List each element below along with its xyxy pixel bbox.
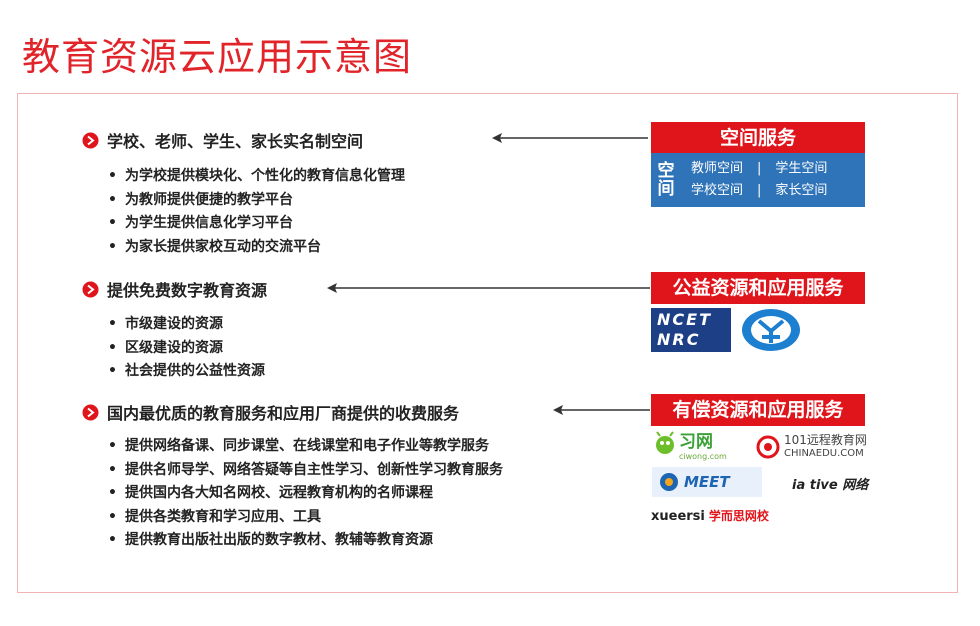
logo-text: MEET <box>684 473 730 491</box>
ncet-nrc-logo: NCET NRC <box>651 308 731 352</box>
arrow-left-icon <box>553 405 650 415</box>
list-item: 为家长提供家校互动的交流平台 <box>108 236 405 260</box>
diagram-frame <box>17 93 958 593</box>
heading-text: 提供免费数字教育资源 <box>107 281 268 300</box>
section-heading-space: 学校、老师、学生、家长实名制空间 <box>82 128 363 152</box>
list-item: 社会提供的公益性资源 <box>108 360 265 384</box>
space-service-box: 空 间 教师空间 | 学生空间 学校空间 | 家长空间 <box>651 153 865 207</box>
red-bullet-icon <box>82 404 99 420</box>
logo-text: 101远程教育网 <box>784 433 867 447</box>
bug-icon <box>656 431 674 454</box>
separator: | <box>757 161 762 176</box>
bullet-list-paid: 提供网络备课、同步课堂、在线课堂和电子作业等教学服务 提供名师导学、网络答疑等自… <box>108 435 503 553</box>
parent-space: 家长空间 <box>775 183 828 198</box>
meet-logo: MEET <box>652 467 762 497</box>
section-heading-paid: 国内最优质的教育服务和应用厂商提供的收费服务 <box>82 400 459 424</box>
bullet-list-space: 为学校提供模块化、个性化的教育信息化管理 为教师提供便捷的教学平台 为学生提供信… <box>108 165 405 259</box>
list-item: 为学校提供模块化、个性化的教育信息化管理 <box>108 165 405 189</box>
list-item: 提供名师导学、网络答疑等自主性学习、创新性学习教育服务 <box>108 459 503 483</box>
list-item: 为学生提供信息化学习平台 <box>108 212 405 236</box>
chinaedu-icon <box>756 435 780 459</box>
banner-space-service: 空间服务 <box>651 122 865 154</box>
chinaedu-logo: 101远程教育网 CHINAEDU.COM <box>756 434 867 460</box>
xiwang-logo: 习网 ciwong.com <box>651 427 727 461</box>
logo-text: 学而思网校 <box>708 509 769 523</box>
section-heading-free: 提供免费数字教育资源 <box>82 277 267 301</box>
banner-paid-service: 有偿资源和应用服务 <box>651 394 865 426</box>
red-bullet-icon <box>82 132 99 148</box>
list-item: 提供国内各大知名网校、远程教育机构的名师课程 <box>108 482 503 506</box>
list-item: 区级建设的资源 <box>108 337 265 361</box>
banner-public-service: 公益资源和应用服务 <box>651 272 865 304</box>
heading-text: 学校、老师、学生、家长实名制空间 <box>107 132 364 151</box>
space-grid: 教师空间 | 学生空间 学校空间 | 家长空间 <box>681 158 827 202</box>
bullet-list-free: 市级建设的资源 区级建设的资源 社会提供的公益性资源 <box>108 313 265 384</box>
logo-text: NRC <box>657 330 701 349</box>
logo-text: 习网 <box>679 432 713 452</box>
logo-subtext: ciwong.com <box>679 452 727 461</box>
arrow-left-icon <box>492 133 648 143</box>
emblem-logo-icon <box>742 309 800 351</box>
space-label-char: 间 <box>657 179 675 199</box>
student-space: 学生空间 <box>775 161 828 176</box>
separator: | <box>757 183 762 198</box>
list-item: 市级建设的资源 <box>108 313 265 337</box>
space-label: 空 间 <box>651 162 681 198</box>
iactive-logo: ia tive 网络 <box>792 478 869 493</box>
red-bullet-icon <box>82 281 99 297</box>
list-item: 提供教育出版社出版的数字教材、教辅等教育资源 <box>108 529 503 553</box>
logo-subtext: CHINAEDU.COM <box>784 448 864 459</box>
list-item: 提供网络备课、同步课堂、在线课堂和电子作业等教学服务 <box>108 435 503 459</box>
arrow-left-icon <box>327 283 650 293</box>
logo-text: NCET <box>657 310 712 329</box>
logo-text: xueersi <box>651 509 705 524</box>
list-item: 提供各类教育和学习应用、工具 <box>108 506 503 530</box>
page-title: 教育资源云应用示意图 <box>22 35 413 79</box>
list-item: 为教师提供便捷的教学平台 <box>108 189 405 213</box>
teacher-space: 教师空间 <box>691 161 744 176</box>
meet-icon <box>660 473 678 491</box>
school-space: 学校空间 <box>691 183 744 198</box>
heading-text: 国内最优质的教育服务和应用厂商提供的收费服务 <box>107 404 460 423</box>
space-label-char: 空 <box>657 161 675 181</box>
